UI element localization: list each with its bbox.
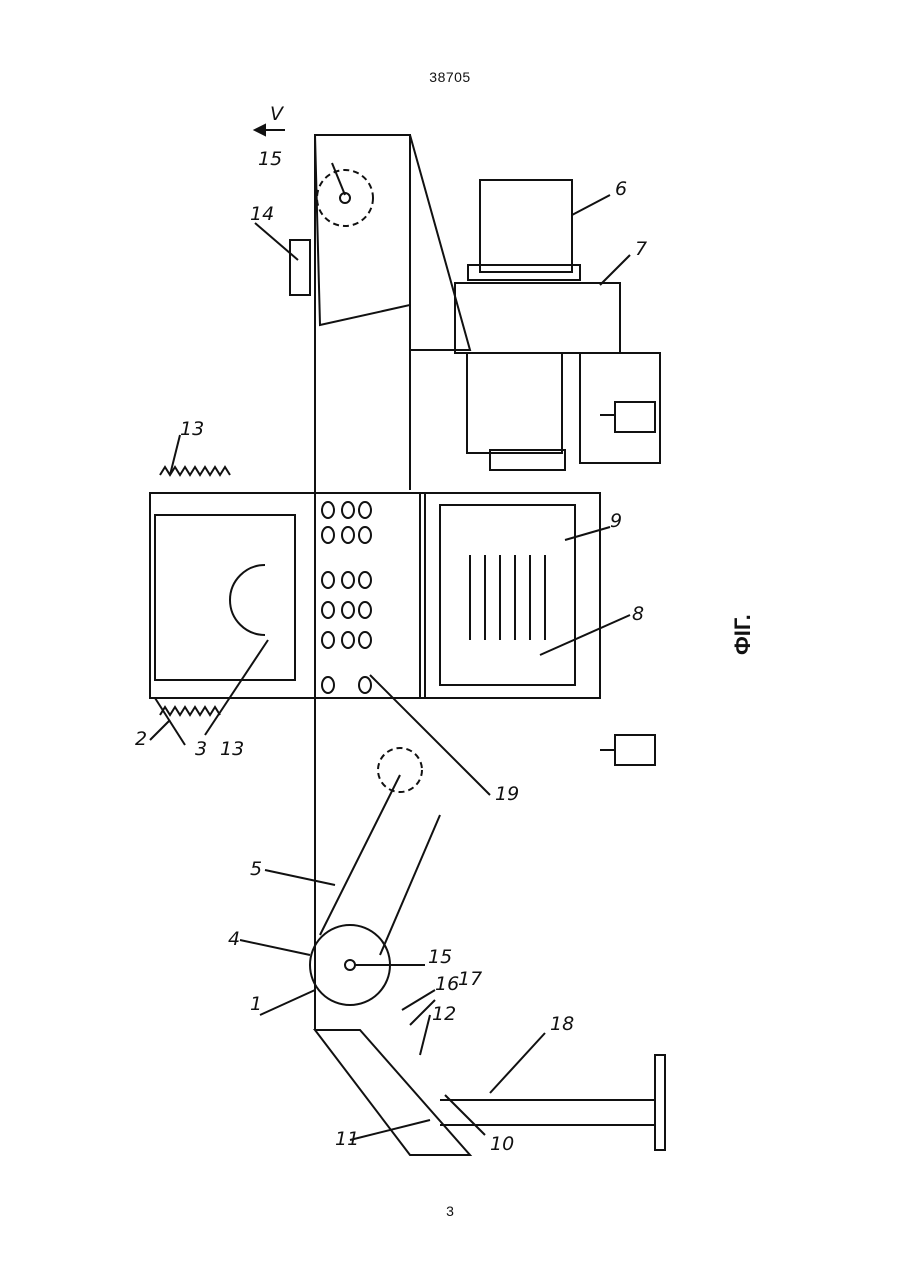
- main-beam: [315, 135, 410, 325]
- view-marker: V: [270, 103, 285, 125]
- technical-drawing: V 1 2 3 4 5 6 7 8 9 10 11 12 13 13 14 15…: [110, 95, 790, 1170]
- control-knobs: [322, 502, 371, 693]
- clamp-14: [290, 240, 310, 295]
- part-number: 3: [195, 738, 207, 760]
- part-number: 16: [435, 973, 459, 995]
- document-number: 38705: [0, 69, 900, 85]
- bellows-13-bottom: [160, 707, 220, 715]
- part-number: 8: [632, 603, 644, 625]
- part-number: 15: [428, 946, 452, 968]
- gearbox-7: [455, 283, 620, 353]
- cabinet-louvers: [470, 555, 545, 640]
- part-number: 18: [550, 1013, 574, 1035]
- upper-housing: [410, 135, 470, 350]
- part-number: 4: [228, 928, 240, 950]
- part-number: 15: [258, 148, 282, 170]
- figure-caption: ФІГ.: [730, 614, 755, 655]
- part-number: 11: [335, 1128, 359, 1150]
- control-column: [150, 493, 600, 698]
- part-number: 9: [610, 510, 622, 532]
- motor-6: [480, 180, 572, 272]
- part-number: 19: [495, 783, 519, 805]
- part-number: 6: [615, 178, 627, 200]
- part-number: 13: [220, 738, 244, 760]
- belt-5: [320, 775, 400, 935]
- pulley-15-top: [317, 170, 373, 226]
- part-number: 13: [180, 418, 204, 440]
- part-number: 10: [490, 1133, 514, 1155]
- part-number: 12: [432, 1003, 456, 1025]
- part-number: 7: [635, 238, 647, 260]
- part-number: 1: [250, 993, 262, 1015]
- part-number: 2: [135, 728, 147, 750]
- part-number: 14: [250, 203, 274, 225]
- part-number: 17: [458, 968, 482, 990]
- part-number: 5: [250, 858, 262, 880]
- page-number: 3: [0, 1203, 900, 1219]
